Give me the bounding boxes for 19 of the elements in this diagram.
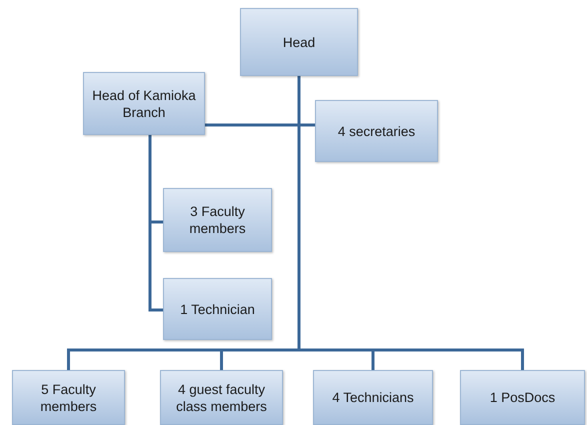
box-label: 4 guest faculty class members	[175, 380, 268, 414]
org-box	[163, 188, 272, 252]
box-label: 1 PosDocs	[490, 389, 556, 406]
org-box	[315, 100, 438, 162]
box-label: 3 Faculty members	[188, 203, 247, 237]
connector-line	[148, 135, 163, 312]
org-box	[460, 370, 585, 425]
box-label: 1 Technician	[180, 300, 255, 318]
box-label: Head	[282, 34, 316, 50]
org-box	[313, 370, 433, 425]
org-box	[160, 370, 283, 425]
box-label: 4 Technicians	[332, 389, 414, 406]
org-box	[163, 278, 272, 340]
box-label: 4 secretaries	[338, 122, 416, 140]
box-label: 5 Faculty members	[39, 380, 98, 414]
box-label: Head of Kamioka Branch	[91, 86, 197, 120]
org-box	[240, 8, 358, 76]
org-box	[83, 72, 205, 135]
org-box	[12, 370, 125, 425]
